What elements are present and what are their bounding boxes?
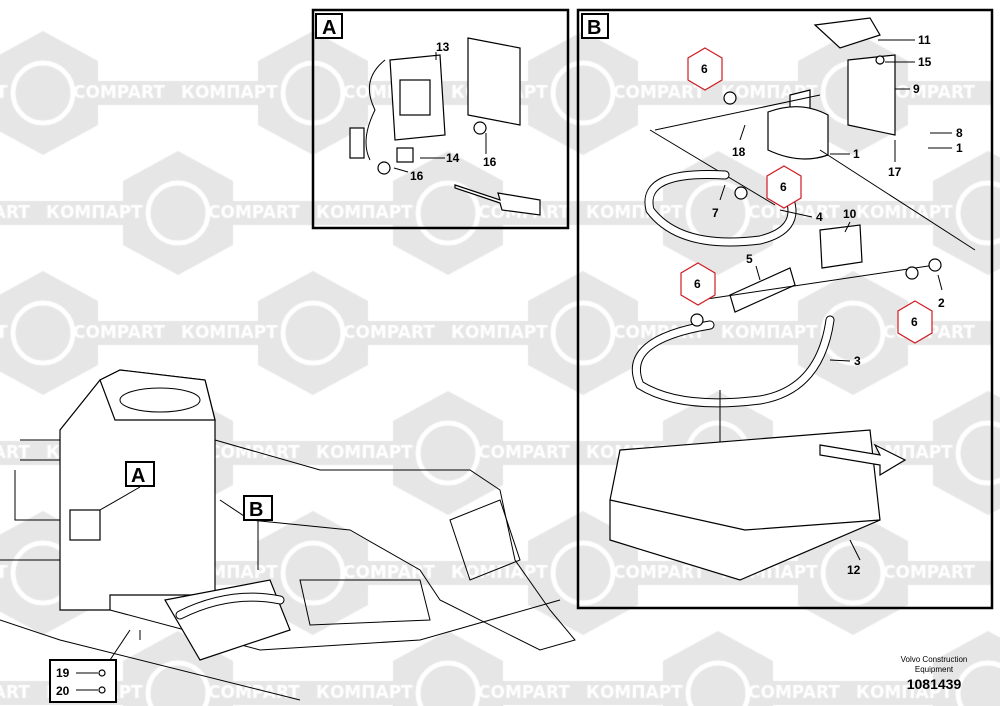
- callout-3: 3: [854, 354, 861, 368]
- callout-17: 17: [888, 165, 902, 179]
- callout-1: 1: [956, 141, 963, 155]
- drawing-footer: Volvo Construction Equipment 1081439: [884, 655, 984, 693]
- view-b-marker: B: [249, 499, 263, 521]
- callout-19: 19: [56, 666, 70, 680]
- maker-line-1: Volvo Construction: [900, 655, 968, 664]
- callout-18: 18: [732, 145, 746, 159]
- callout-8: 8: [956, 126, 963, 140]
- callout-1: 1: [853, 147, 860, 161]
- view-a-label: A: [322, 17, 336, 39]
- callout-15: 15: [918, 55, 932, 69]
- hex-callout-6: 6: [687, 47, 723, 91]
- callout-20: 20: [56, 684, 70, 698]
- hex-callout-6: 6: [680, 262, 716, 306]
- view-b-label: B: [587, 17, 601, 39]
- maker-line-2: Equipment: [914, 665, 954, 674]
- callout-16: 16: [483, 155, 497, 169]
- callout-5: 5: [746, 252, 753, 266]
- callout-16: 16: [410, 169, 424, 183]
- callout-12: 12: [847, 563, 861, 577]
- view-a-marker: A: [131, 465, 145, 487]
- machine-frame-drawing: [0, 369, 576, 701]
- detail-view-a: A 13 14 16 16: [311, 8, 570, 230]
- detail-view-b: B 11 15 9 8 1 17 1 18 7 4 10 5 2 3 12: [576, 8, 994, 610]
- callout-4: 4: [816, 210, 823, 224]
- callout-14: 14: [446, 151, 460, 165]
- callout-9: 9: [913, 82, 920, 96]
- callout-2: 2: [938, 296, 945, 310]
- hex-callout-6: 6: [897, 300, 933, 344]
- view-a-marker-box: [125, 461, 155, 487]
- callout-13: 13: [436, 40, 450, 54]
- view-b-marker-box: [243, 495, 273, 521]
- svg-text:6: 6: [780, 180, 787, 194]
- callout-11: 11: [918, 33, 931, 47]
- svg-text:6: 6: [911, 315, 918, 329]
- svg-text:6: 6: [694, 277, 701, 291]
- hex-callout-6: 6: [766, 165, 802, 209]
- callout-10: 10: [843, 207, 857, 221]
- svg-text:6: 6: [701, 62, 708, 76]
- drawing-number: 1081439: [906, 676, 962, 692]
- callout-7: 7: [712, 206, 719, 220]
- callout-box-19-20: [49, 659, 117, 703]
